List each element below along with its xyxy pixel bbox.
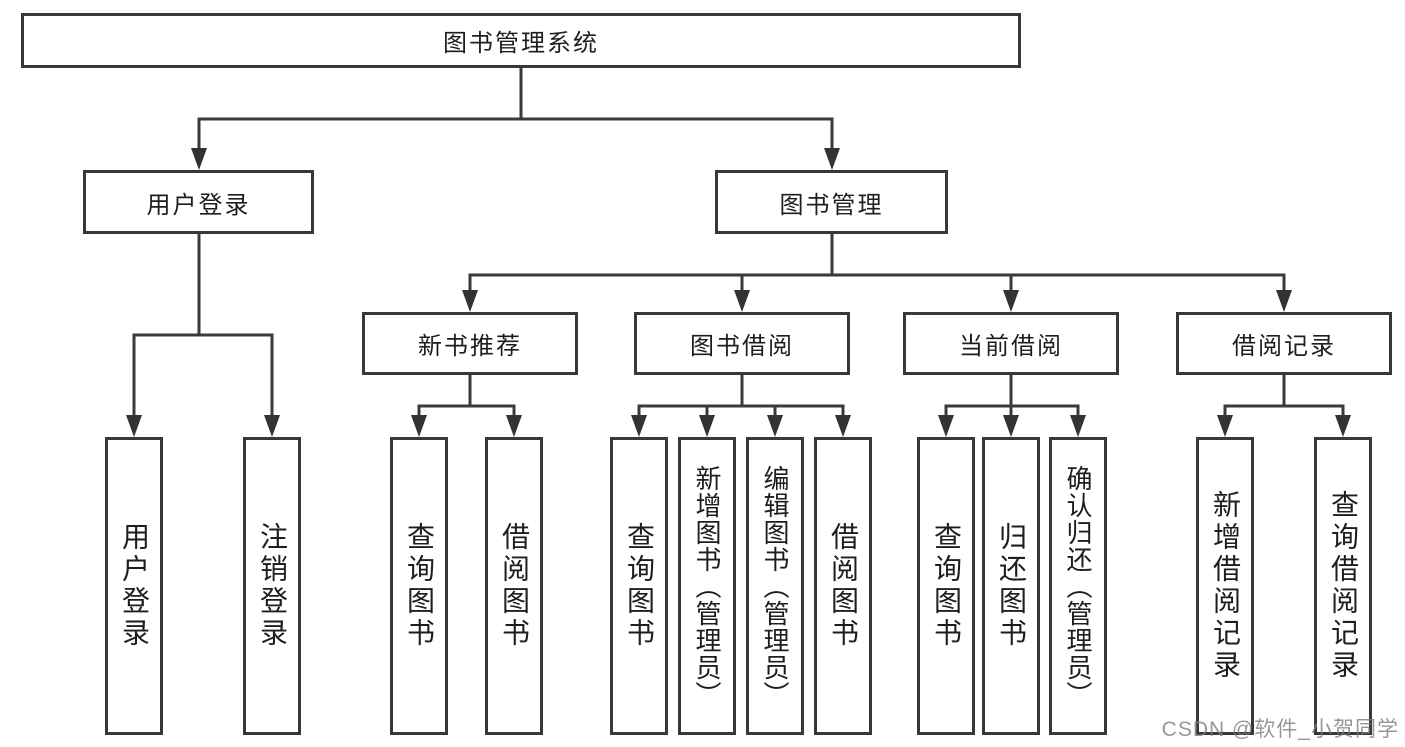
node-leaf-br-add-record: 新增借阅记录 bbox=[1196, 437, 1254, 735]
node-leaf-cb-confirm-return-admin: 确认归还（管理员） bbox=[1049, 437, 1107, 735]
node-leaf-rec-borrow-books: 借阅图书 bbox=[485, 437, 543, 735]
node-new-book-recommendation: 新书推荐 bbox=[362, 312, 578, 375]
node-leaf-logout: 注销登录 bbox=[243, 437, 301, 735]
node-current-borrowing: 当前借阅 bbox=[903, 312, 1119, 375]
node-borrowing-records: 借阅记录 bbox=[1176, 312, 1392, 375]
node-leaf-bb-edit-books-admin: 编辑图书（管理员） bbox=[746, 437, 804, 735]
node-leaf-bb-query-books: 查询图书 bbox=[610, 437, 668, 735]
node-leaf-cb-query-books: 查询图书 bbox=[917, 437, 975, 735]
node-root: 图书管理系统 bbox=[21, 13, 1021, 68]
node-leaf-br-query-record: 查询借阅记录 bbox=[1314, 437, 1372, 735]
node-user-login-module: 用户登录 bbox=[83, 170, 314, 234]
node-book-management: 图书管理 bbox=[715, 170, 948, 234]
node-leaf-bb-borrow-books: 借阅图书 bbox=[814, 437, 872, 735]
node-book-borrowing: 图书借阅 bbox=[634, 312, 850, 375]
node-leaf-rec-query-books: 查询图书 bbox=[390, 437, 448, 735]
node-leaf-cb-return-books: 归还图书 bbox=[982, 437, 1040, 735]
node-leaf-user-login: 用户登录 bbox=[105, 437, 163, 735]
csdn-watermark: CSDN @软件_小贺同学 bbox=[1161, 718, 1399, 741]
node-leaf-bb-add-books-admin: 新增图书（管理员） bbox=[678, 437, 736, 735]
